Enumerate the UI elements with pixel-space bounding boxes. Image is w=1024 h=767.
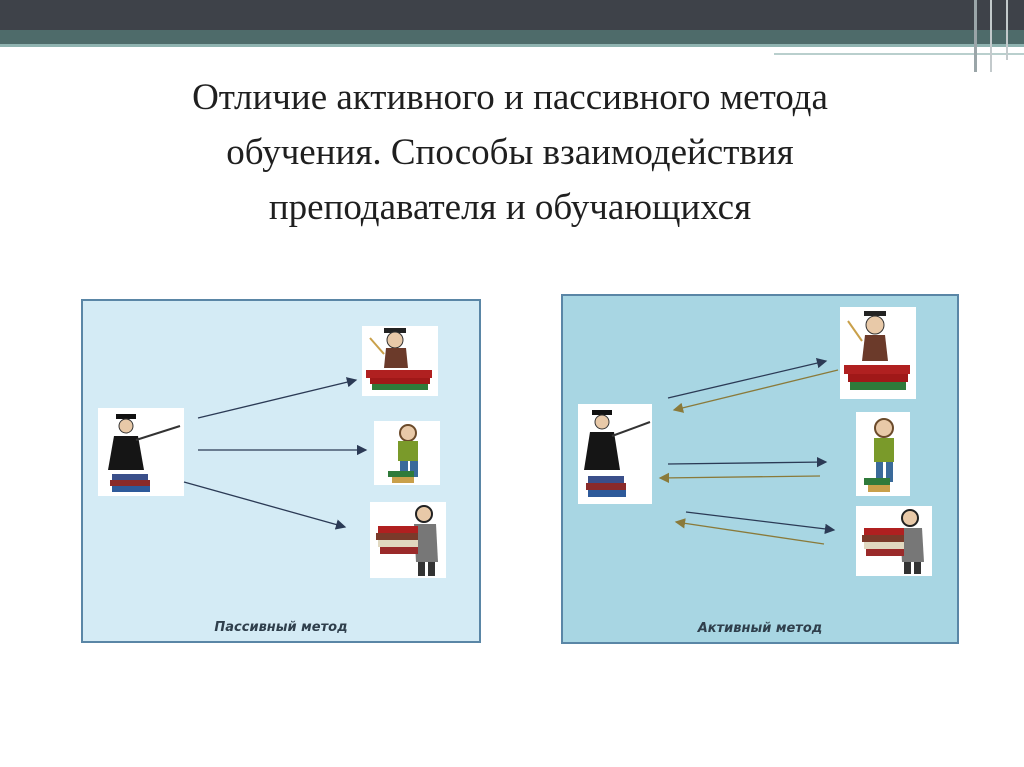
graduate-student-books-icon bbox=[840, 307, 916, 399]
thinking-student-icon bbox=[856, 412, 910, 496]
student-carrying-books-icon bbox=[370, 502, 446, 578]
header-corner-lines bbox=[774, 0, 1024, 72]
slide-title: Отличие активного и пассивного метода об… bbox=[90, 70, 930, 235]
passive-method-caption: Пассивный метод bbox=[214, 620, 348, 635]
student-carrying-books-icon bbox=[856, 506, 932, 576]
active-method-caption: Активный метод bbox=[697, 621, 823, 636]
teacher-figure-icon bbox=[98, 408, 184, 496]
graduate-student-books-icon bbox=[362, 326, 438, 396]
header-teal-highlight bbox=[0, 44, 1024, 47]
slide-title-line-3: преподавателя и обучающихся bbox=[268, 187, 752, 228]
header-dark-bar bbox=[0, 0, 1024, 30]
slide-title-line-1: Отличие активного и пассивного метода bbox=[192, 77, 828, 118]
thinking-student-icon bbox=[374, 421, 440, 485]
teacher-figure-icon bbox=[578, 404, 652, 504]
slide-title-line-2: обучения. Способы взаимодействия bbox=[226, 132, 794, 173]
header-teal-band bbox=[0, 30, 1024, 44]
